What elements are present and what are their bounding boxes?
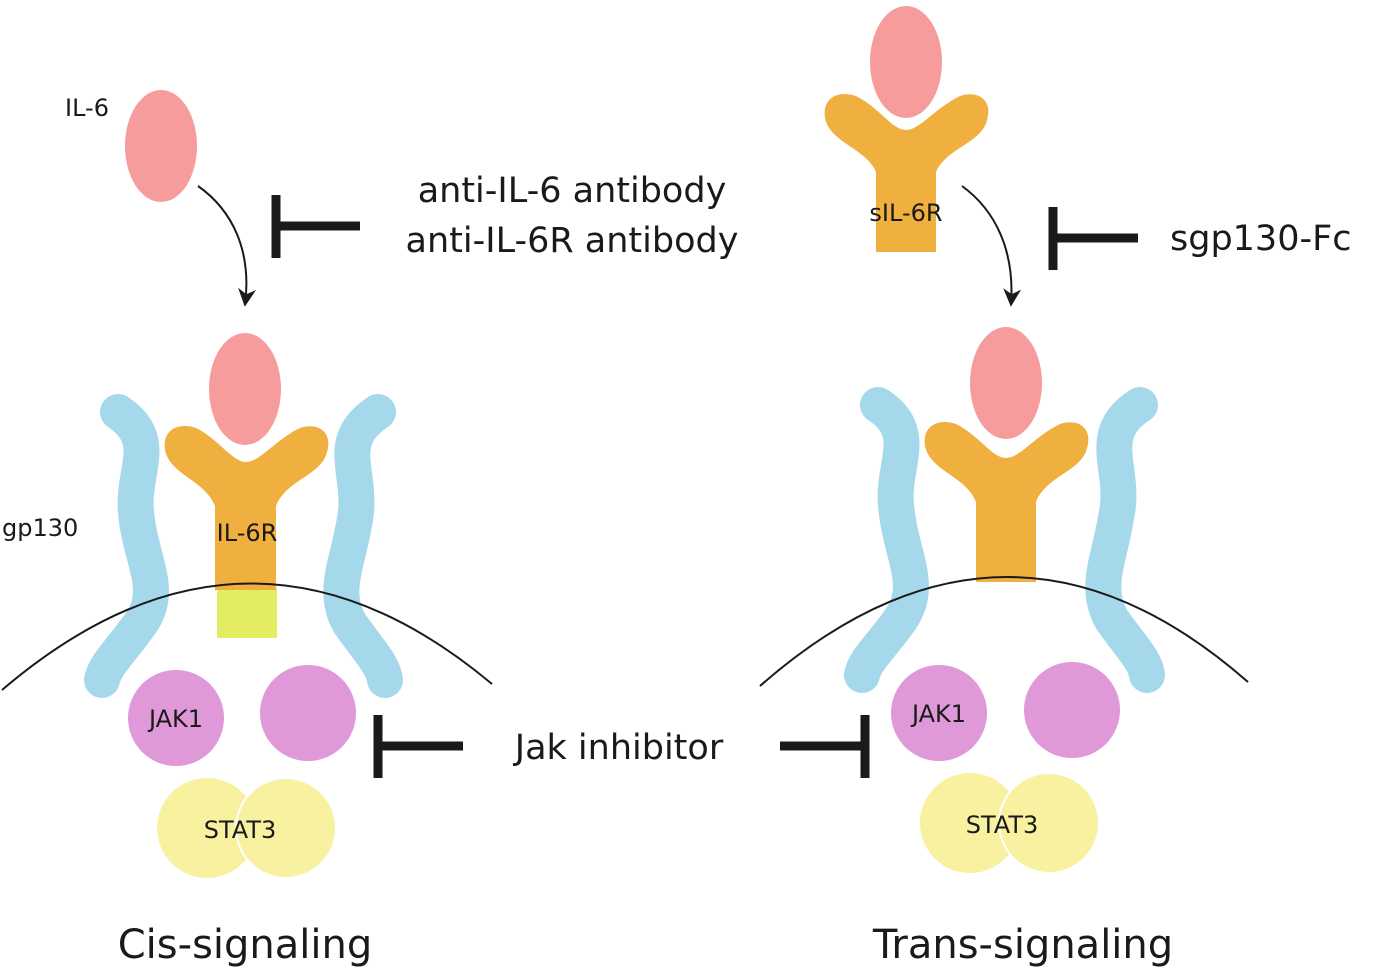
gp130-left-chain-a — [84, 394, 169, 698]
trans-binding-arrow — [961, 185, 1022, 307]
cis-signaling-title: Cis-signaling — [118, 922, 373, 968]
gp130-left-chain-b — [323, 394, 403, 698]
anti-il6-antibody-label: anti-IL-6 antibody — [418, 171, 727, 211]
soluble-il6r — [824, 94, 989, 252]
trans-signaling-title: Trans-signaling — [872, 922, 1173, 968]
il6r-transmembrane-domain — [217, 588, 277, 638]
trans-cell-membrane — [759, 576, 1249, 687]
bound-il6-cis — [209, 333, 281, 445]
jak1-left — [128, 670, 224, 766]
jak1-right-label: JAK1 — [910, 700, 966, 728]
anti-il6r-antibody-label: anti-IL-6R antibody — [406, 221, 739, 261]
cis-binding-arrow — [197, 185, 256, 307]
jak1-left-label: JAK1 — [147, 705, 203, 733]
free-il6 — [125, 90, 197, 202]
gp130-right-chain-a — [844, 387, 929, 693]
antibody-inhibitor-symbol — [271, 195, 360, 258]
jak-inhibitor-label: Jak inhibitor — [513, 728, 724, 768]
jak-inhibitor-left-symbol — [373, 715, 463, 778]
il6-on-soluble-receptor — [870, 6, 942, 118]
gp130-label: gp130 — [2, 514, 78, 542]
cis-cell-membrane — [1, 582, 493, 691]
stat3-right-a — [920, 773, 1020, 873]
jak-inhibitor-right-symbol — [780, 715, 870, 778]
sil6r-label: sIL-6R — [869, 199, 942, 227]
sgp130-inhibitor-symbol — [1048, 207, 1138, 270]
stat3-right-b — [998, 772, 1100, 874]
jak-right-partner — [1024, 662, 1120, 758]
gp130-right-chain-b — [1085, 387, 1165, 693]
stat3-left-b — [235, 777, 337, 879]
il6r-label: IL-6R — [217, 519, 278, 547]
il6r-receptor — [164, 426, 329, 590]
stat3-left-label: STAT3 — [204, 816, 277, 844]
bound-il6-trans — [970, 327, 1042, 439]
bound-soluble-il6r — [924, 422, 1089, 582]
stat3-right-label: STAT3 — [966, 811, 1039, 839]
jak-left-partner — [260, 665, 356, 761]
sgp130-fc-label: sgp130-Fc — [1170, 219, 1351, 259]
jak1-right — [891, 665, 987, 761]
il6-label: IL-6 — [65, 94, 109, 122]
stat3-left-a — [157, 778, 257, 878]
